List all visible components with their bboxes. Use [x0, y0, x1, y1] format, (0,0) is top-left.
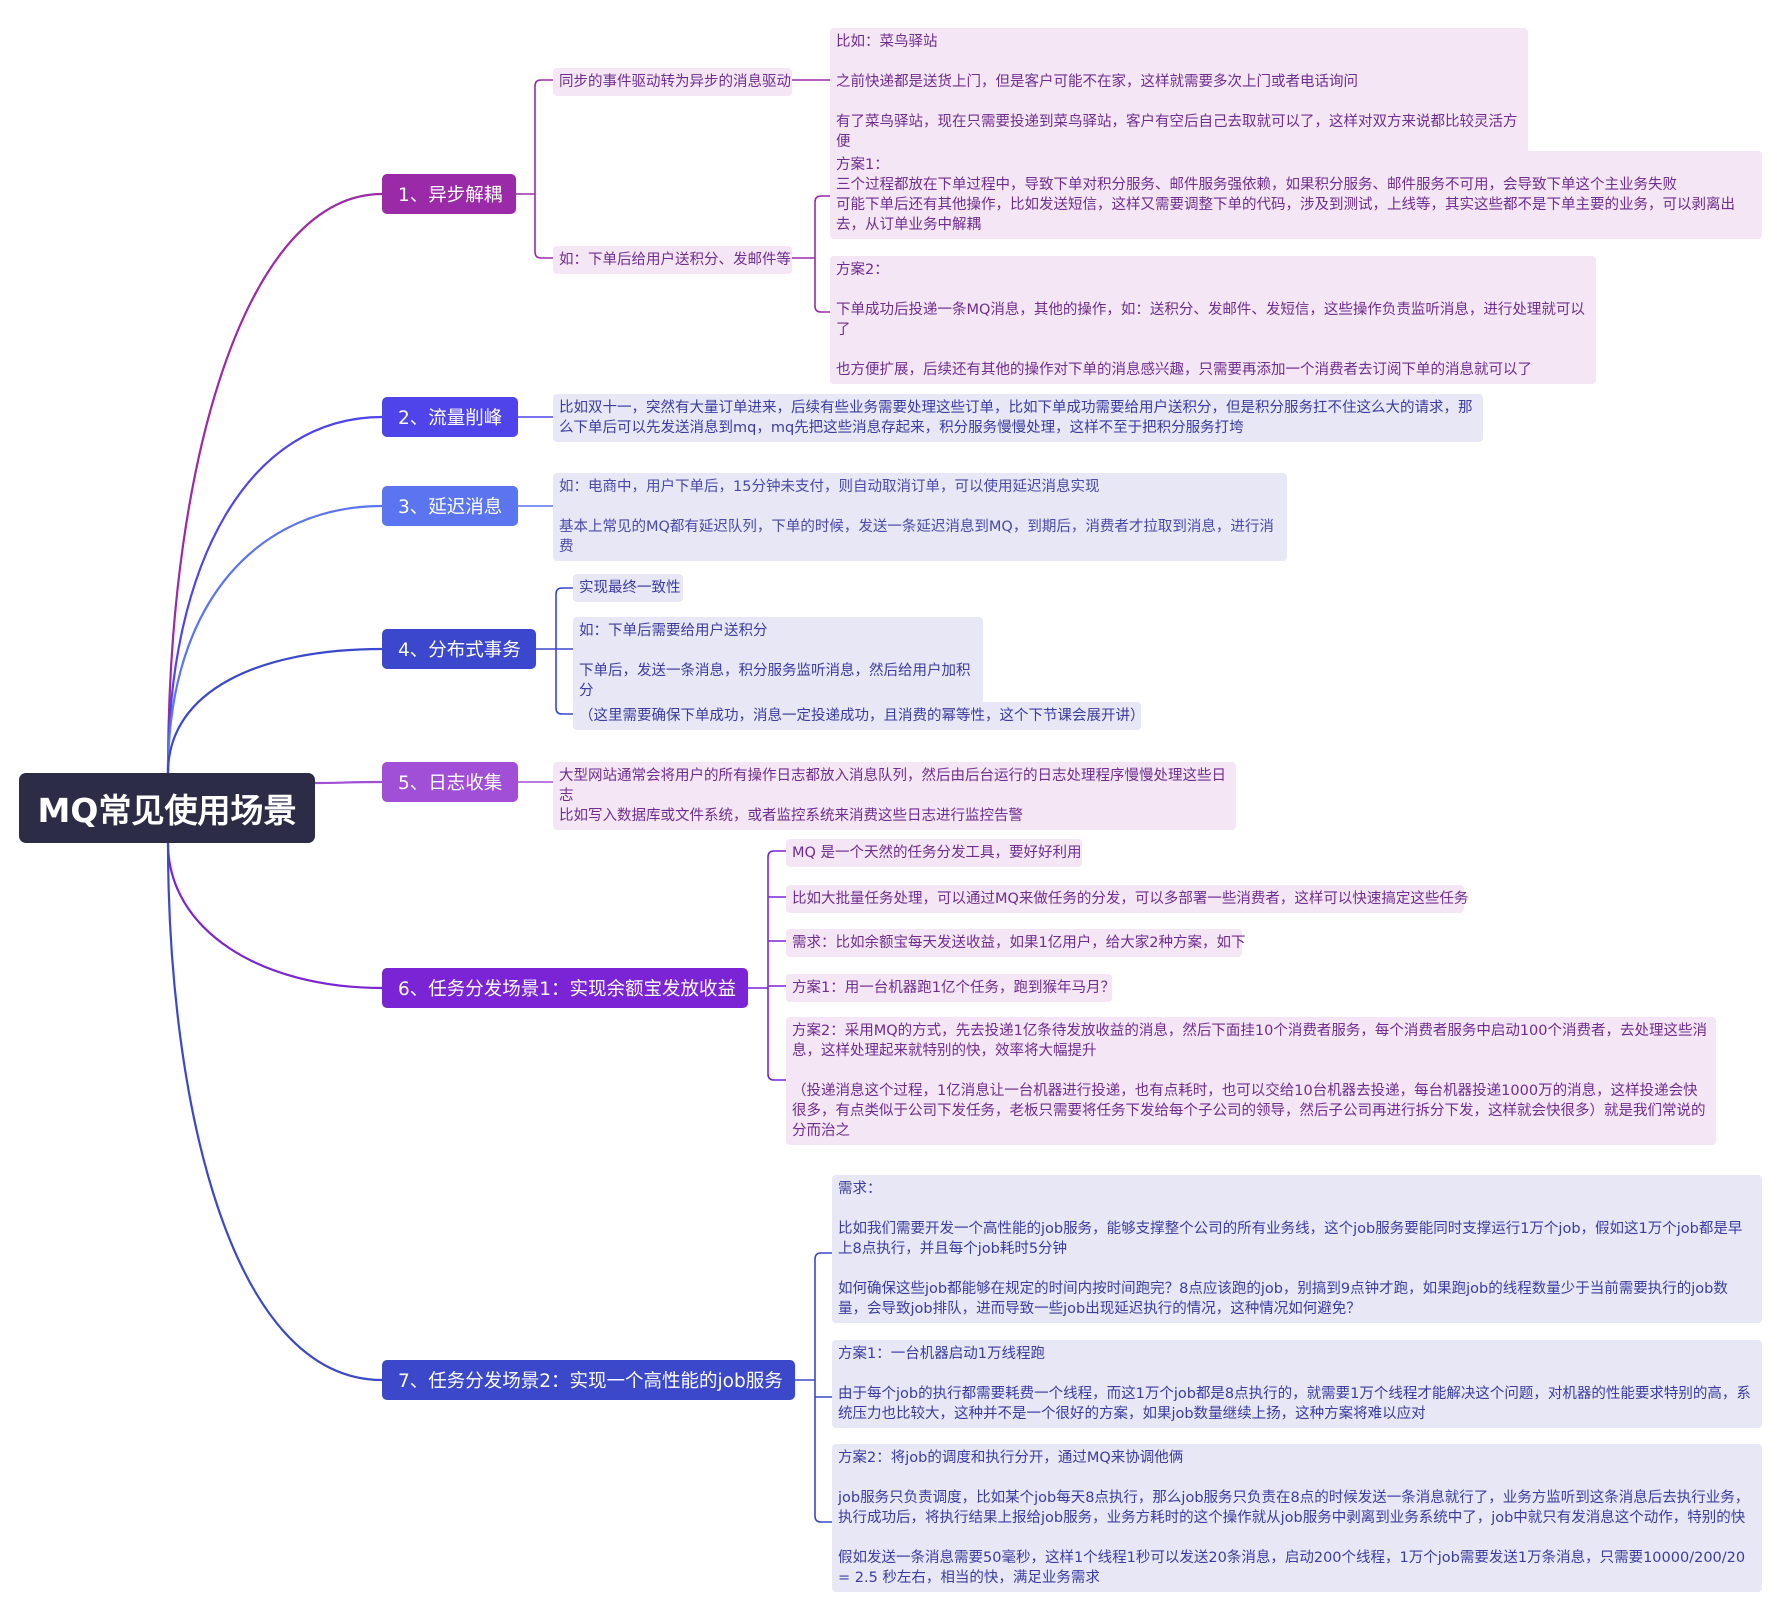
topic-async-decoupling[interactable]: 1、异步解耦 [382, 174, 516, 214]
note-line: 如：电商中，用户下单后，15分钟未支付，则自动取消订单，可以使用延迟消息实现 [559, 479, 1100, 495]
topic-delayed-message[interactable]: 3、延迟消息 [382, 486, 518, 526]
note-line: 比如我们需要开发一个高性能的job服务，能够支撑整个公司的所有业务线，这个job… [838, 1221, 1743, 1257]
note-line: 大型网站通常会将用户的所有操作日志都放入消息队列，然后由后台运行的日志处理程序慢… [559, 768, 1226, 804]
note-batch-tasks[interactable]: 比如大批量任务处理，可以通过MQ来做任务的分发，可以多部署一些消费者，这样可以快… [786, 885, 1468, 913]
note-line: 方案2：将job的调度和执行分开，通过MQ来协调他俩 [838, 1450, 1184, 1466]
subtopic-order-points-email[interactable]: 如：下单后给用户送积分、发邮件等 [553, 246, 792, 274]
note-job-requirement[interactable]: 需求： 比如我们需要开发一个高性能的job服务，能够支撑整个公司的所有业务线，这… [832, 1175, 1762, 1323]
note-line: 方案2：采用MQ的方式，先去投递1亿条待发放收益的消息，然后下面挂10个消费者服… [792, 1023, 1707, 1059]
subtopic-sync-to-async[interactable]: 同步的事件驱动转为异步的消息驱动 [553, 68, 792, 96]
note-line: 下单后，发送一条消息，积分服务监听消息，然后给用户加积分 [579, 663, 971, 699]
note-line: 方案2： [836, 262, 889, 278]
note-order-points[interactable]: 如：下单后需要给用户送积分 下单后，发送一条消息，积分服务监听消息，然后给用户加… [573, 617, 983, 705]
note-line: 方案1：一台机器启动1万线程跑 [838, 1346, 1045, 1362]
note-plan2[interactable]: 方案2： 下单成功后投递一条MQ消息，其他的操作，如：送积分、发邮件、发短信，这… [830, 256, 1596, 384]
note-mq-task-tool[interactable]: MQ 是一个天然的任务分发工具，要好好利用 [786, 839, 1082, 867]
note-line: 如何确保这些job都能够在规定的时间内按时间跑完？8点应该跑的job，别搞到9点… [838, 1281, 1728, 1317]
note-line: 也方便扩展，后续还有其他的操作对下单的消息感兴趣，只需要再添加一个消费者去订阅下… [836, 362, 1532, 378]
note-line: 如：下单后需要给用户送积分 [579, 623, 768, 639]
note-line: 三个过程都放在下单过程中，导致下单对积分服务、邮件服务强依赖，如果积分服务、邮件… [836, 177, 1677, 193]
note-yuebao-plan1[interactable]: 方案1：用一台机器跑1亿个任务，跑到猴年马月？ [786, 974, 1115, 1002]
note-line: 由于每个job的执行都需要耗费一个线程，而这1万个job都是8点执行的，就需要1… [838, 1386, 1751, 1422]
note-delayed-message[interactable]: 如：电商中，用户下单后，15分钟未支付，则自动取消订单，可以使用延迟消息实现 基… [553, 473, 1287, 561]
note-line: 之前快递都是送货上门，但是客户可能不在家，这样就需要多次上门或者电话询问 [836, 74, 1358, 90]
note-plan1[interactable]: 方案1： 三个过程都放在下单过程中，导致下单对积分服务、邮件服务强依赖，如果积分… [830, 151, 1762, 239]
topic-distributed-transaction[interactable]: 4、分布式事务 [382, 629, 536, 669]
note-peak-shaving[interactable]: 比如双十一，突然有大量订单进来，后续有些业务需要处理这些订单，比如下单成功需要给… [553, 394, 1483, 442]
note-line: 方案1： [836, 157, 889, 173]
topic-task-dispatch-1[interactable]: 6、任务分发场景1：实现余额宝发放收益 [382, 968, 748, 1008]
note-line: 可能下单后还有其他操作，比如发送短信，这样又需要调整下单的代码，涉及到测试，上线… [836, 197, 1735, 233]
root-topic[interactable]: MQ常见使用场景 [19, 773, 315, 843]
note-line: 需求： [838, 1181, 882, 1197]
note-log-collection[interactable]: 大型网站通常会将用户的所有操作日志都放入消息队列，然后由后台运行的日志处理程序慢… [553, 762, 1236, 830]
note-line: 比如：菜鸟驿站 [836, 34, 938, 50]
note-idempotence[interactable]: （这里需要确保下单成功，消息一定投递成功，且消费的幂等性，这个下节课会展开讲） [573, 702, 1145, 730]
note-yuebao-requirement[interactable]: 需求：比如余额宝每天发送收益，如果1亿用户，给大家2种方案，如下 [786, 929, 1245, 957]
topic-task-dispatch-2[interactable]: 7、任务分发场景2：实现一个高性能的job服务 [382, 1360, 795, 1400]
note-line: job服务只负责调度，比如某个job每天8点执行，那么job服务只负责在8点的时… [838, 1490, 1750, 1526]
topic-log-collection[interactable]: 5、日志收集 [382, 762, 518, 802]
note-job-plan1[interactable]: 方案1：一台机器启动1万线程跑 由于每个job的执行都需要耗费一个线程，而这1万… [832, 1340, 1762, 1428]
subtopic-eventual-consistency[interactable]: 实现最终一致性 [573, 574, 683, 602]
note-yuebao-plan2[interactable]: 方案2：采用MQ的方式，先去投递1亿条待发放收益的消息，然后下面挂10个消费者服… [786, 1017, 1716, 1145]
note-line: 比如写入数据库或文件系统，或者监控系统来消费这些日志进行监控告警 [559, 808, 1023, 824]
note-line: 下单成功后投递一条MQ消息，其他的操作，如：送积分、发邮件、发短信，这些操作负责… [836, 302, 1585, 338]
note-line: 有了菜鸟驿站，现在只需要投递到菜鸟驿站，客户有空后自己去取就可以了，这样对双方来… [836, 114, 1518, 150]
note-line: （投递消息这个过程，1亿消息让一台机器进行投递，也有点耗时，也可以交给10台机器… [792, 1083, 1706, 1139]
topic-peak-shaving[interactable]: 2、流量削峰 [382, 397, 518, 437]
note-line: 基本上常见的MQ都有延迟队列，下单的时候，发送一条延迟消息到MQ，到期后，消费者… [559, 519, 1274, 555]
note-job-plan2[interactable]: 方案2：将job的调度和执行分开，通过MQ来协调他俩 job服务只负责调度，比如… [832, 1444, 1762, 1592]
note-cainiao-example[interactable]: 比如：菜鸟驿站 之前快递都是送货上门，但是客户可能不在家，这样就需要多次上门或者… [830, 28, 1528, 156]
note-line: 假如发送一条消息需要50毫秒，这样1个线程1秒可以发送20条消息，启动200个线… [838, 1550, 1746, 1586]
